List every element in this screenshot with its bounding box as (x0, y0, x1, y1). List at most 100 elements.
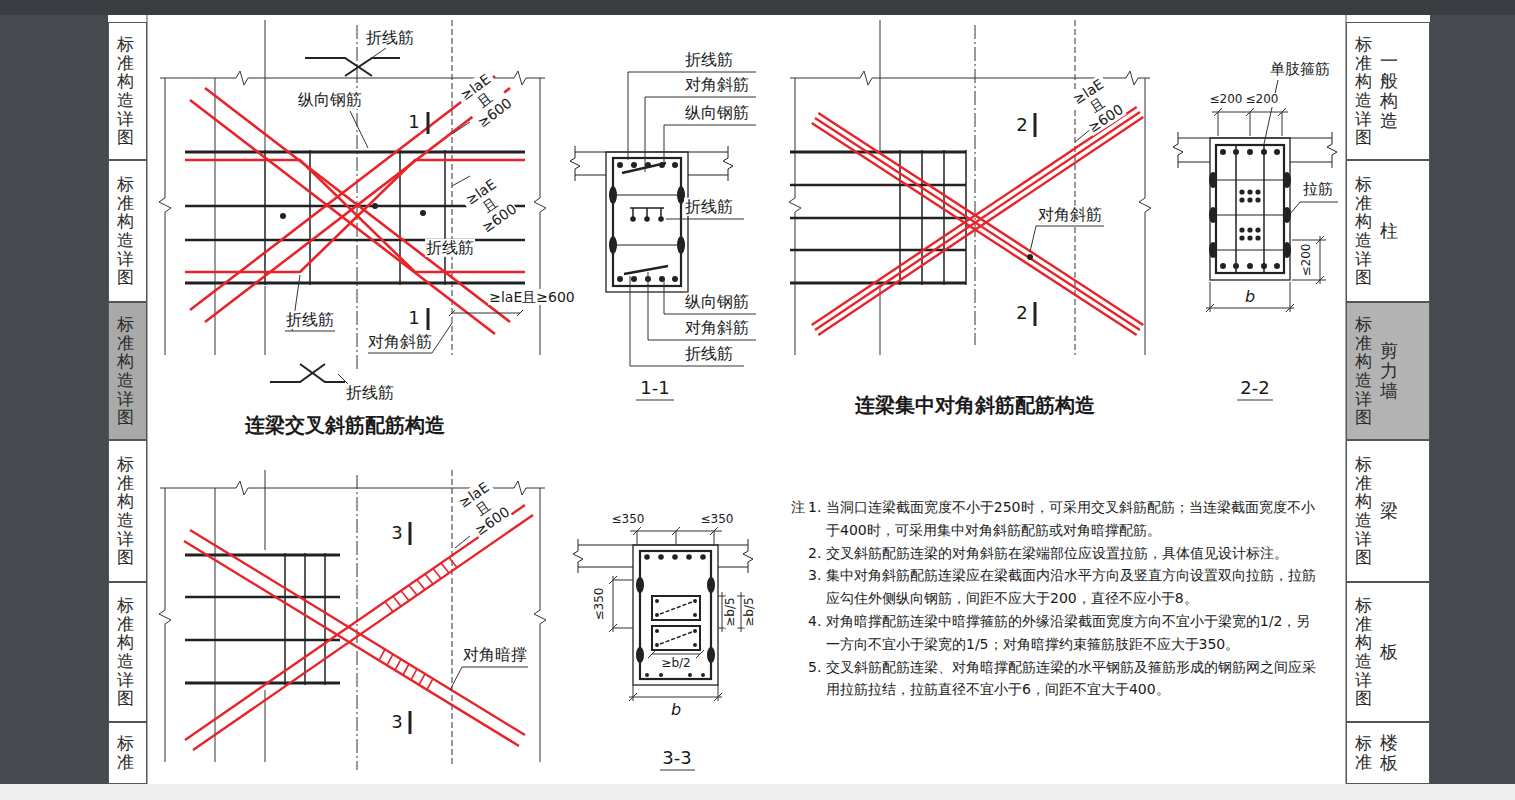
diagonal-brace (184, 530, 525, 746)
section-1-1 (622, 163, 668, 274)
section-1-1-bars (672, 276, 678, 282)
section-3-3 (743, 539, 753, 573)
tab-text: 标准 (117, 734, 134, 771)
section-1-1-bars (617, 162, 623, 168)
leader-line (366, 48, 386, 62)
section-3-3-bars (655, 643, 659, 647)
tab-text: 标准构造详图 (1355, 315, 1372, 427)
section-3-3 (578, 567, 748, 568)
section-2-2-bars (1261, 263, 1267, 269)
section-2-2-bars (1255, 189, 1260, 194)
section-1-1-bars (658, 216, 664, 222)
dimension-line (629, 685, 722, 701)
section-3-3-bars (672, 554, 678, 560)
drawing-title: 连梁集中对角斜筋配筋构造 (854, 394, 1096, 417)
dimension-line (609, 527, 745, 770)
leader-line (450, 536, 528, 690)
dimension-line (1290, 202, 1338, 214)
section-3-3 (652, 626, 700, 650)
sheet-ground (0, 0, 1515, 15)
rebar-label: 纵向钢筋 (684, 293, 750, 311)
rebar-label: 对角斜筋 (1037, 206, 1103, 224)
leader-line (1030, 226, 1104, 252)
section-mark-number: 2 (1015, 115, 1028, 136)
dimension-label: ≥b/2 (660, 657, 691, 671)
diagonal-rebar (812, 107, 1144, 335)
section-1-1-bars (631, 276, 637, 282)
leader-line (664, 125, 756, 163)
section-2-2-bars (1283, 242, 1291, 258)
rebar-label: 单肢箍筋 (1269, 61, 1331, 78)
tab-text: 板 (1380, 642, 1398, 662)
dimension-label: b (1244, 288, 1256, 306)
section-1-1-bars (672, 162, 678, 168)
section-1-1 (613, 158, 681, 286)
wall-outline (975, 25, 976, 345)
section-1-1 (570, 146, 580, 181)
longitudinal-rebar (185, 150, 525, 285)
section-3-3 (573, 539, 583, 573)
leader-line (449, 310, 523, 316)
folded-bar-symbol (345, 58, 400, 76)
wall-outline (789, 78, 801, 355)
tab-text: 标准构造详图 (117, 35, 134, 147)
section-2-2-bars (1239, 189, 1244, 194)
section-2-2 (1327, 132, 1337, 168)
tab-text: 标准构造详图 (1355, 455, 1372, 567)
section-3-3-bars (659, 673, 663, 677)
diagonal-rebar (185, 160, 525, 272)
dimension-line (1264, 80, 1278, 144)
section-2-2-bars (1247, 149, 1253, 155)
section-1-1-bars (617, 276, 623, 282)
rebar-tie-dots (280, 213, 286, 219)
section-2-2-bars (1247, 197, 1252, 202)
rebar-label: 对角斜筋 (684, 76, 750, 94)
leader-line (285, 48, 523, 384)
leader-line (648, 272, 756, 340)
section-2-2-bars (1247, 263, 1253, 269)
folded-bar-symbol (300, 364, 345, 382)
section-2-2-bars (1247, 189, 1252, 194)
section-3-3-bars (636, 577, 644, 593)
tab-box: 标准构造详图 (108, 582, 147, 722)
section-3-3 (633, 545, 718, 685)
longitudinal-rebar (185, 597, 340, 640)
tab-box: 标准构造详图柱 (1346, 160, 1430, 302)
section-2-2-bars (1247, 235, 1252, 240)
section-3-3 (640, 551, 711, 679)
dimension-label: ≤200 (1300, 243, 1314, 278)
rebar-label: 折线筋 (684, 51, 734, 69)
dimension-label: ≤350 (700, 513, 735, 527)
section-3-3-bars (644, 554, 650, 560)
leader-line (1030, 128, 1104, 252)
tab-text: 标准构造详图 (117, 596, 134, 708)
leader-line (666, 219, 744, 220)
dimension-line (660, 770, 695, 771)
tab-text: 标准构造详图 (1355, 596, 1372, 708)
dimension-label: ≤350 (611, 513, 646, 527)
rebar-label: 对角斜筋 (367, 333, 433, 351)
section-3-3-bars (636, 647, 644, 663)
section-mark-number: 2 (1015, 303, 1028, 324)
section-2-2-bars (1239, 197, 1244, 202)
section-1-1 (606, 152, 688, 292)
section-title: 1-1 (639, 378, 670, 399)
section-3-3-bars (686, 554, 692, 560)
folded-bar-symbol (270, 364, 325, 382)
tab-box: 标准构造详图梁 (1346, 440, 1430, 582)
section-2-2-bars (1247, 227, 1252, 232)
rebar-label: 折线筋 (684, 345, 734, 363)
dimension-label: ≤200 (1209, 93, 1244, 107)
tab-text: 柱 (1380, 221, 1398, 241)
section-3-3-bars (700, 554, 706, 560)
dimension-label: ≥laE且≥600 (488, 289, 576, 305)
diagonal-brace (385, 558, 457, 612)
tab-text: 梁 (1380, 501, 1398, 521)
leader-line (452, 122, 470, 186)
dimension-line (1292, 236, 1326, 284)
dimension-line (630, 527, 722, 545)
section-2-2-bars (1274, 149, 1280, 155)
wall-outline (159, 78, 171, 355)
section-2-2-bars (1209, 149, 1291, 269)
wall-outline (534, 488, 546, 762)
